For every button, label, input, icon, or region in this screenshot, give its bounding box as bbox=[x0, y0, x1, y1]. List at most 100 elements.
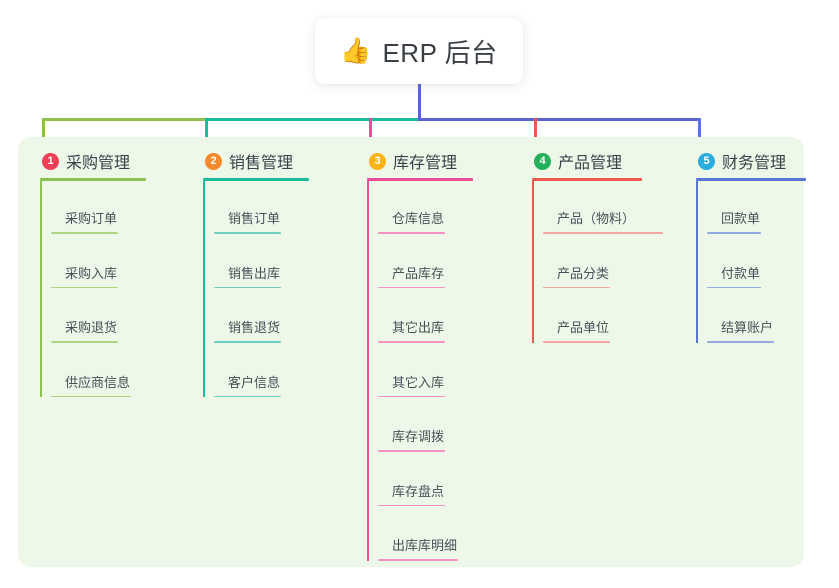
branch-header-rule bbox=[696, 178, 806, 181]
branch-item[interactable]: 库存调拨 bbox=[378, 397, 517, 452]
branch-item-label: 客户信息 bbox=[228, 374, 281, 390]
branch-item[interactable]: 销售订单 bbox=[214, 181, 353, 234]
branch-item[interactable]: 库存盘点 bbox=[378, 452, 517, 506]
trunk-bar-teal bbox=[205, 118, 418, 121]
branch-item-rule bbox=[378, 341, 445, 343]
branch-item-rule bbox=[378, 504, 445, 506]
branch-item-label: 产品单位 bbox=[557, 320, 610, 335]
drop-line-3 bbox=[369, 118, 372, 150]
trunk-vertical-line bbox=[418, 84, 421, 121]
branch-item[interactable]: 结算账户 bbox=[707, 288, 826, 343]
branch-item-rule bbox=[707, 286, 761, 288]
branch-item-rule bbox=[214, 341, 281, 343]
branch-item[interactable]: 销售退货 bbox=[214, 288, 353, 343]
branch-item-label: 销售订单 bbox=[228, 211, 281, 226]
branch-item-label: 结算账户 bbox=[721, 320, 774, 335]
branches-panel bbox=[18, 137, 804, 567]
branch-item[interactable]: 回款单 bbox=[707, 181, 826, 234]
branch-item-rule bbox=[378, 559, 458, 561]
branch-spine-line bbox=[696, 181, 698, 343]
branch-title: 产品管理 bbox=[558, 155, 623, 172]
branch-spine-line bbox=[203, 181, 205, 397]
branch-header-1[interactable]: 1 采购管理 bbox=[40, 150, 190, 172]
trunk-bar-green bbox=[42, 118, 205, 121]
branch-item-label: 出库库明细 bbox=[392, 538, 458, 553]
branch-item-rule bbox=[51, 395, 131, 397]
branch-item-label: 仓库信息 bbox=[392, 211, 445, 226]
branch-number-badge: 5 bbox=[698, 152, 715, 170]
branch-item-label: 产品库存 bbox=[392, 265, 445, 281]
branch-item[interactable]: 产品（物料） bbox=[543, 181, 692, 234]
branch-spine-line bbox=[40, 181, 42, 397]
root-node-content: 👍 ERP 后台 bbox=[340, 33, 497, 70]
branch-item-label: 其它入库 bbox=[392, 374, 445, 390]
root-node-title: ERP 后台 bbox=[382, 37, 498, 68]
branch-item-rule bbox=[214, 286, 281, 288]
branch-item-label: 库存调拨 bbox=[392, 429, 445, 444]
branch-item-label: 其它出库 bbox=[392, 320, 445, 335]
branch-item-label: 销售退货 bbox=[228, 320, 281, 335]
branch-title: 采购管理 bbox=[66, 155, 131, 172]
root-node-card[interactable]: 👍 ERP 后台 bbox=[315, 18, 523, 84]
branch-item[interactable]: 产品分类 bbox=[543, 234, 692, 288]
branch-header-4[interactable]: 4 产品管理 bbox=[532, 150, 692, 172]
branch-item-label: 回款单 bbox=[721, 211, 761, 226]
branch-spine-line bbox=[367, 181, 369, 561]
branch-item[interactable]: 供应商信息 bbox=[51, 343, 190, 397]
branch-item-label: 采购订单 bbox=[65, 211, 118, 226]
branch-header-rule bbox=[203, 178, 309, 181]
branch-item-list: 仓库信息产品库存其它出库其它入库库存调拨库存盘点出库库明细 bbox=[367, 181, 517, 561]
branch-header-3[interactable]: 3 库存管理 bbox=[367, 150, 517, 172]
branch-header-rule bbox=[40, 178, 146, 181]
branch-column-3: 3 库存管理仓库信息产品库存其它出库其它入库库存调拨库存盘点出库库明细 bbox=[367, 150, 517, 561]
branch-item[interactable]: 其它出库 bbox=[378, 288, 517, 343]
branch-item[interactable]: 采购入库 bbox=[51, 234, 190, 288]
branch-item[interactable]: 采购退货 bbox=[51, 288, 190, 343]
branch-item-list: 回款单付款单结算账户 bbox=[696, 181, 826, 343]
drop-line-2 bbox=[205, 118, 208, 150]
branch-item-rule bbox=[51, 286, 118, 288]
branch-item-rule bbox=[378, 286, 445, 288]
branch-column-5: 5 财务管理回款单付款单结算账户 bbox=[696, 150, 826, 343]
branch-number-badge: 1 bbox=[42, 152, 59, 170]
drop-line-4 bbox=[534, 118, 537, 150]
branch-column-1: 1 采购管理采购订单采购入库采购退货供应商信息 bbox=[40, 150, 190, 397]
branch-item-label: 库存盘点 bbox=[392, 483, 445, 499]
branch-title: 库存管理 bbox=[393, 155, 458, 172]
branch-number-badge: 4 bbox=[534, 152, 551, 170]
branch-title: 销售管理 bbox=[229, 155, 294, 172]
branch-item-label: 产品（物料） bbox=[557, 211, 636, 226]
branch-header-5[interactable]: 5 财务管理 bbox=[696, 150, 826, 172]
branch-item-label: 销售出库 bbox=[228, 265, 281, 281]
branch-item-label: 付款单 bbox=[721, 265, 761, 281]
branch-item[interactable]: 其它入库 bbox=[378, 343, 517, 397]
branch-title: 财务管理 bbox=[722, 155, 787, 172]
branch-item[interactable]: 产品库存 bbox=[378, 234, 517, 288]
branch-item-list: 采购订单采购入库采购退货供应商信息 bbox=[40, 181, 190, 397]
branch-item-rule bbox=[51, 341, 118, 343]
branch-item-rule bbox=[543, 232, 663, 234]
branch-item[interactable]: 仓库信息 bbox=[378, 181, 517, 234]
branch-item[interactable]: 出库库明细 bbox=[378, 506, 517, 561]
branch-item-rule bbox=[51, 232, 118, 234]
drop-line-1 bbox=[42, 118, 45, 150]
branch-number-badge: 3 bbox=[369, 152, 386, 170]
thumbs-up-icon: 👍 bbox=[340, 36, 372, 65]
branch-item[interactable]: 付款单 bbox=[707, 234, 826, 288]
branch-header-rule bbox=[367, 178, 473, 181]
branch-item-rule bbox=[214, 232, 281, 234]
branch-column-4: 4 产品管理产品（物料） 产品分类产品单位 bbox=[532, 150, 692, 343]
branch-item[interactable]: 采购订单 bbox=[51, 181, 190, 234]
branch-item[interactable]: 产品单位 bbox=[543, 288, 692, 343]
branch-item-label: 采购退货 bbox=[65, 320, 118, 335]
branch-item[interactable]: 销售出库 bbox=[214, 234, 353, 288]
branch-item-rule bbox=[707, 232, 761, 234]
branch-item[interactable]: 客户信息 bbox=[214, 343, 353, 397]
branch-item-list: 销售订单销售出库销售退货客户信息 bbox=[203, 181, 353, 397]
branch-item-rule bbox=[378, 450, 445, 452]
branch-item-rule bbox=[543, 341, 610, 343]
branch-item-rule bbox=[378, 232, 445, 234]
